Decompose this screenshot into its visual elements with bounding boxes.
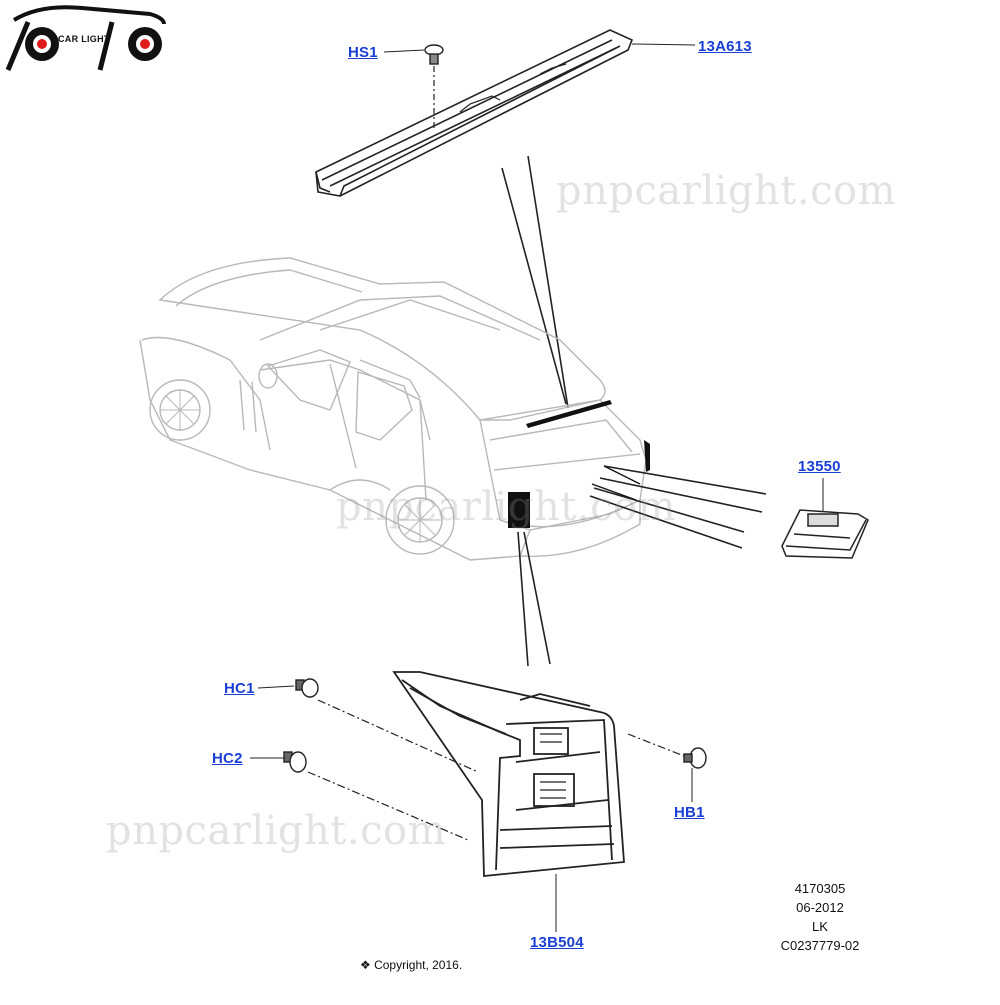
watermark-middle: pnpcarlight.com xyxy=(336,484,676,530)
tail-lamp-13b504 xyxy=(392,671,625,877)
view-lines-bottom xyxy=(517,531,551,667)
meta-line-1: 4170305 xyxy=(794,881,846,896)
callout-hs1[interactable]: HS1 xyxy=(348,44,378,61)
hs1-screw xyxy=(424,44,444,65)
view-lines-top xyxy=(501,155,569,409)
vehicle-highlights xyxy=(508,400,650,528)
fastener-guide-lines xyxy=(307,699,685,841)
high-mount-stop-lamp xyxy=(315,29,634,197)
callout-13b504[interactable]: 13B504 xyxy=(530,934,584,951)
view-lines-right xyxy=(589,465,767,549)
hc1-leader xyxy=(257,685,295,689)
meta-line-2: 06-2012 xyxy=(796,900,844,915)
copyright-notice: ❖ Copyright, 2016. xyxy=(360,958,463,972)
logo-text: CAR LIGHT xyxy=(58,34,110,44)
hs1-leader xyxy=(383,49,425,53)
13a613-leader xyxy=(631,43,696,46)
watermark-top: pnpcarlight.com xyxy=(556,168,896,214)
callout-hc2[interactable]: HC2 xyxy=(212,750,243,767)
callout-hc1[interactable]: HC1 xyxy=(224,680,255,697)
callout-hb1[interactable]: HB1 xyxy=(674,804,705,821)
callout-13550[interactable]: 13550 xyxy=(798,458,841,475)
watermark-bottom: pnpcarlight.com xyxy=(106,808,446,854)
hb1-fastener xyxy=(683,747,707,769)
license-lamp-13550 xyxy=(781,509,869,559)
meta-line-3: LK xyxy=(812,919,828,934)
meta-line-4: C0237779-02 xyxy=(780,938,860,953)
hc1-fastener xyxy=(295,678,319,698)
callout-13a613[interactable]: 13A613 xyxy=(698,38,752,55)
hc2-fastener xyxy=(283,751,307,773)
pnp-logo xyxy=(5,5,166,71)
